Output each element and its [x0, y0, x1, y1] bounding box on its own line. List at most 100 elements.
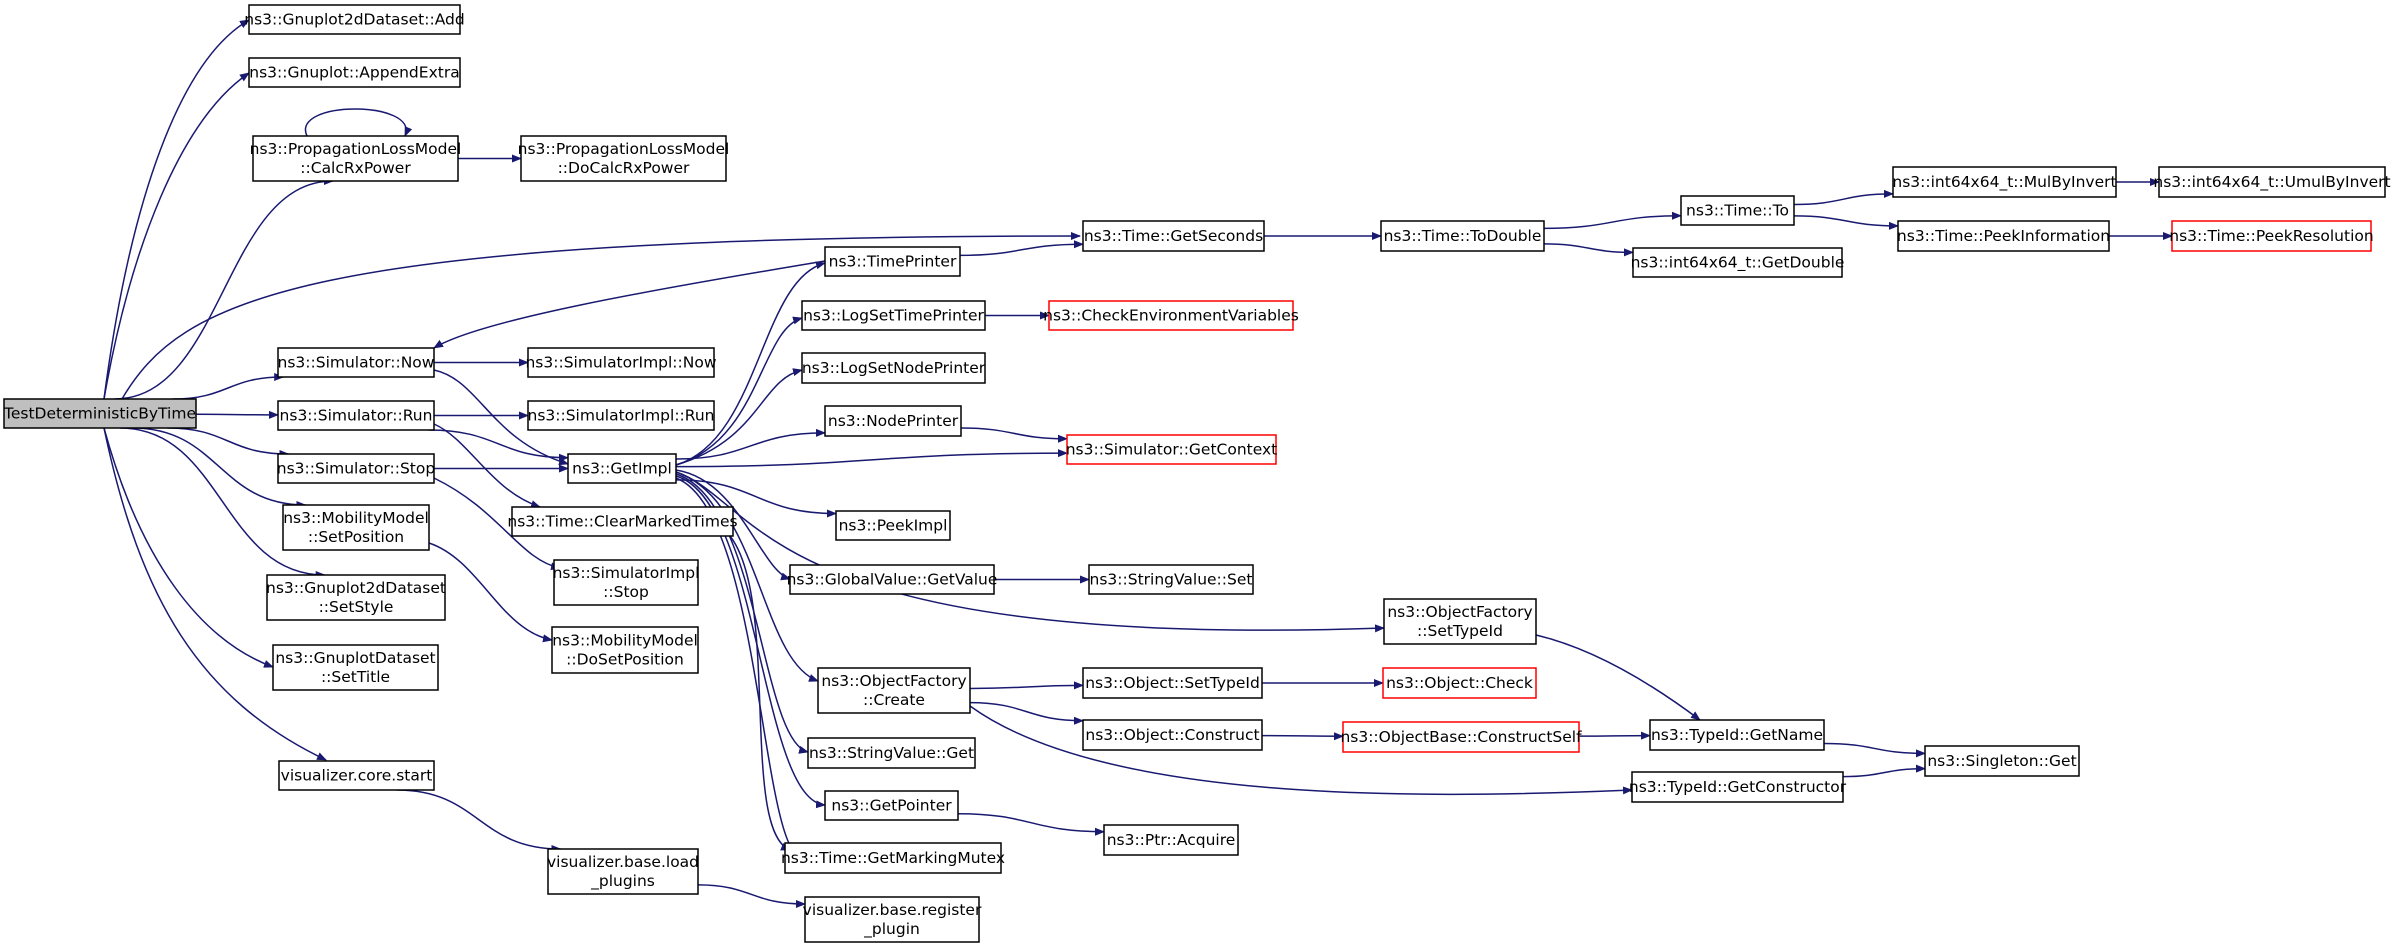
node-label: visualizer.base.load: [547, 853, 699, 871]
node-box: [801, 300, 986, 331]
node-object_construct[interactable]: ns3::Object::Construct: [1082, 719, 1263, 751]
edge-getimpl-to-peekimpl: [675, 479, 837, 518]
node-gp_appendextra[interactable]: ns3::Gnuplot::AppendExtra: [248, 57, 461, 88]
node-time_peekres[interactable]: ns3::Time::PeekResolution: [2169, 220, 2374, 252]
node-box: [527, 400, 715, 431]
node-logsettimeprinter[interactable]: ns3::LogSetTimePrinter: [801, 300, 986, 331]
edge-of_create-to-object_settypeid: [969, 681, 1084, 690]
edge-of_create-to-typeid_getconstructor: [969, 705, 1633, 796]
node-plm_docalcrx[interactable]: ns3::PropagationLossModel::DoCalcRxPower: [518, 135, 730, 182]
node-box: [1380, 220, 1545, 252]
node-mm_dosetposition[interactable]: ns3::MobilityModel::DoSetPosition: [551, 626, 699, 674]
node-globalvalue_getvalue[interactable]: ns3::GlobalValue::GetValue: [787, 564, 998, 595]
node-time_peekinfo[interactable]: ns3::Time::PeekInformation: [1897, 220, 2110, 252]
edge-root-to-plm_calcrx: [114, 177, 334, 400]
node-time_todouble[interactable]: ns3::Time::ToDouble: [1380, 220, 1545, 252]
node-time_getseconds[interactable]: ns3::Time::GetSeconds: [1082, 220, 1265, 252]
node-ptr_acquire[interactable]: ns3::Ptr::Acquire: [1103, 824, 1239, 856]
edge-timeprinter-to-sim_now: [433, 260, 826, 349]
node-getpointer[interactable]: ns3::GetPointer: [824, 790, 959, 821]
node-box: [248, 4, 461, 35]
node-sim_stop[interactable]: ns3::Simulator::Stop: [277, 453, 435, 484]
node-object_settypeid[interactable]: ns3::Object::SetTypeId: [1082, 667, 1263, 699]
node-label: ns3::GetImpl: [572, 460, 672, 478]
node-plm_calcrx[interactable]: ns3::PropagationLossModel::CalcRxPower: [250, 135, 462, 182]
node-label: ns3::PropagationLossModel: [518, 140, 730, 158]
node-logsetnodeprinter[interactable]: ns3::LogSetNodePrinter: [801, 352, 986, 384]
node-box: [1897, 220, 2110, 252]
edge-mm_setposition-to-mm_dosetposition: [428, 542, 553, 643]
node-label: ns3::int64x64_t::MulByInvert: [1892, 173, 2116, 192]
node-label: ::DoSetPosition: [566, 651, 684, 669]
node-box: [520, 135, 727, 182]
edge-vis_base_load-to-vis_base_register: [697, 884, 806, 908]
node-checkenv[interactable]: ns3::CheckEnvironmentVariables: [1043, 300, 1299, 331]
node-box: [824, 405, 962, 437]
node-vis_base_register[interactable]: visualizer.base.register_plugin: [803, 896, 982, 943]
node-label: ns3::SimulatorImpl::Now: [525, 354, 716, 372]
node-sim_getcontext[interactable]: ns3::Simulator::GetContext: [1066, 434, 1278, 465]
node-box: [1088, 564, 1254, 595]
node-simimpl_now[interactable]: ns3::SimulatorImpl::Now: [525, 347, 717, 378]
node-label: ns3::ObjectBase::ConstructSelf: [1340, 728, 1582, 746]
node-gpds_settitle[interactable]: ns3::GnuplotDataset::SetTitle: [272, 644, 439, 691]
node-root[interactable]: TestDeterministicByTime: [3, 398, 197, 429]
node-time_to[interactable]: ns3::Time::To: [1680, 195, 1795, 226]
node-box: [1892, 166, 2117, 198]
node-sim_now[interactable]: ns3::Simulator::Now: [277, 347, 435, 378]
node-vis_core_start[interactable]: visualizer.core.start: [278, 760, 435, 791]
node-time_clearmarked[interactable]: ns3::Time::ClearMarkedTimes: [507, 506, 738, 537]
node-of_create[interactable]: ns3::ObjectFactory::Create: [817, 667, 971, 714]
node-box: [804, 896, 980, 943]
node-label: TestDeterministicByTime: [3, 405, 196, 423]
node-getimpl[interactable]: ns3::GetImpl: [567, 453, 677, 484]
node-int64_umulbyinvert[interactable]: ns3::int64x64_t::UmulByInvert: [2153, 166, 2391, 198]
node-typeid_getconstructor[interactable]: ns3::TypeId::GetConstructor: [1629, 771, 1847, 803]
node-box: [547, 848, 699, 895]
node-gp2d_add[interactable]: ns3::Gnuplot2dDataset::Add: [244, 4, 465, 35]
node-mm_setposition[interactable]: ns3::MobilityModel::SetPosition: [282, 504, 430, 551]
node-object_check[interactable]: ns3::Object::Check: [1382, 667, 1537, 699]
node-int64_mulbyinvert[interactable]: ns3::int64x64_t::MulByInvert: [1892, 166, 2117, 198]
node-singleton_get[interactable]: ns3::Singleton::Get: [1924, 745, 2080, 777]
node-nodeprinter[interactable]: ns3::NodePrinter: [824, 405, 962, 437]
node-int64_getdouble[interactable]: ns3::int64x64_t::GetDouble: [1631, 247, 1845, 278]
node-peekimpl[interactable]: ns3::PeekImpl: [835, 510, 951, 541]
edge-time_todouble-to-int64_getdouble: [1543, 243, 1634, 257]
edge-time_to-to-int64_mulbyinvert: [1793, 189, 1894, 206]
node-box: [567, 453, 677, 484]
edge-sim_stop-to-simimpl_stop: [433, 477, 561, 571]
node-label: ns3::Simulator::Run: [280, 407, 433, 425]
node-label: ns3::Time::PeekInformation: [1897, 227, 2110, 245]
node-box: [784, 842, 1002, 874]
node-box: [1082, 667, 1263, 699]
edge-time_todouble-to-time_to: [1543, 211, 1682, 230]
node-stringvalue_get[interactable]: ns3::StringValue::Get: [807, 737, 976, 769]
edge-object_construct-to-objectbase_constructself: [1261, 732, 1344, 741]
node-simimpl_run[interactable]: ns3::SimulatorImpl::Run: [527, 400, 715, 431]
node-label: ::SetPosition: [308, 528, 404, 546]
node-vis_base_load[interactable]: visualizer.base.load_plugins: [547, 848, 699, 895]
edge-getimpl-to-logsetnodeprinter: [675, 368, 803, 466]
node-box: [801, 352, 986, 384]
node-of_settypeid[interactable]: ns3::ObjectFactory::SetTypeId: [1383, 598, 1537, 645]
node-box: [1632, 247, 1843, 278]
node-typeid_getname[interactable]: ns3::TypeId::GetName: [1649, 719, 1825, 751]
node-label: ns3::CheckEnvironmentVariables: [1043, 307, 1299, 325]
edge-root-to-mm_setposition: [132, 427, 307, 509]
node-stringvalue_set[interactable]: ns3::StringValue::Set: [1088, 564, 1254, 595]
node-gp2d_setstyle[interactable]: ns3::Gnuplot2dDataset::SetStyle: [266, 574, 446, 621]
node-label: ::CalcRxPower: [300, 159, 411, 177]
node-time_getmarkingmutex[interactable]: ns3::Time::GetMarkingMutex: [781, 842, 1005, 874]
node-label: ns3::MobilityModel: [552, 632, 698, 650]
edge-root-to-gp_appendextra: [103, 72, 250, 400]
node-box: [272, 644, 439, 691]
node-timeprinter[interactable]: ns3::TimePrinter: [824, 246, 961, 277]
node-label: ns3::int64x64_t::GetDouble: [1631, 254, 1845, 273]
edge-getimpl-to-timeprinter: [675, 261, 826, 466]
node-sim_run[interactable]: ns3::Simulator::Run: [277, 400, 435, 431]
node-objectbase_constructself[interactable]: ns3::ObjectBase::ConstructSelf: [1340, 721, 1582, 753]
node-simimpl_stop[interactable]: ns3::SimulatorImpl::Stop: [553, 559, 700, 606]
node-box: [1631, 771, 1844, 803]
node-label: ns3::Singleton::Get: [1927, 752, 2076, 770]
